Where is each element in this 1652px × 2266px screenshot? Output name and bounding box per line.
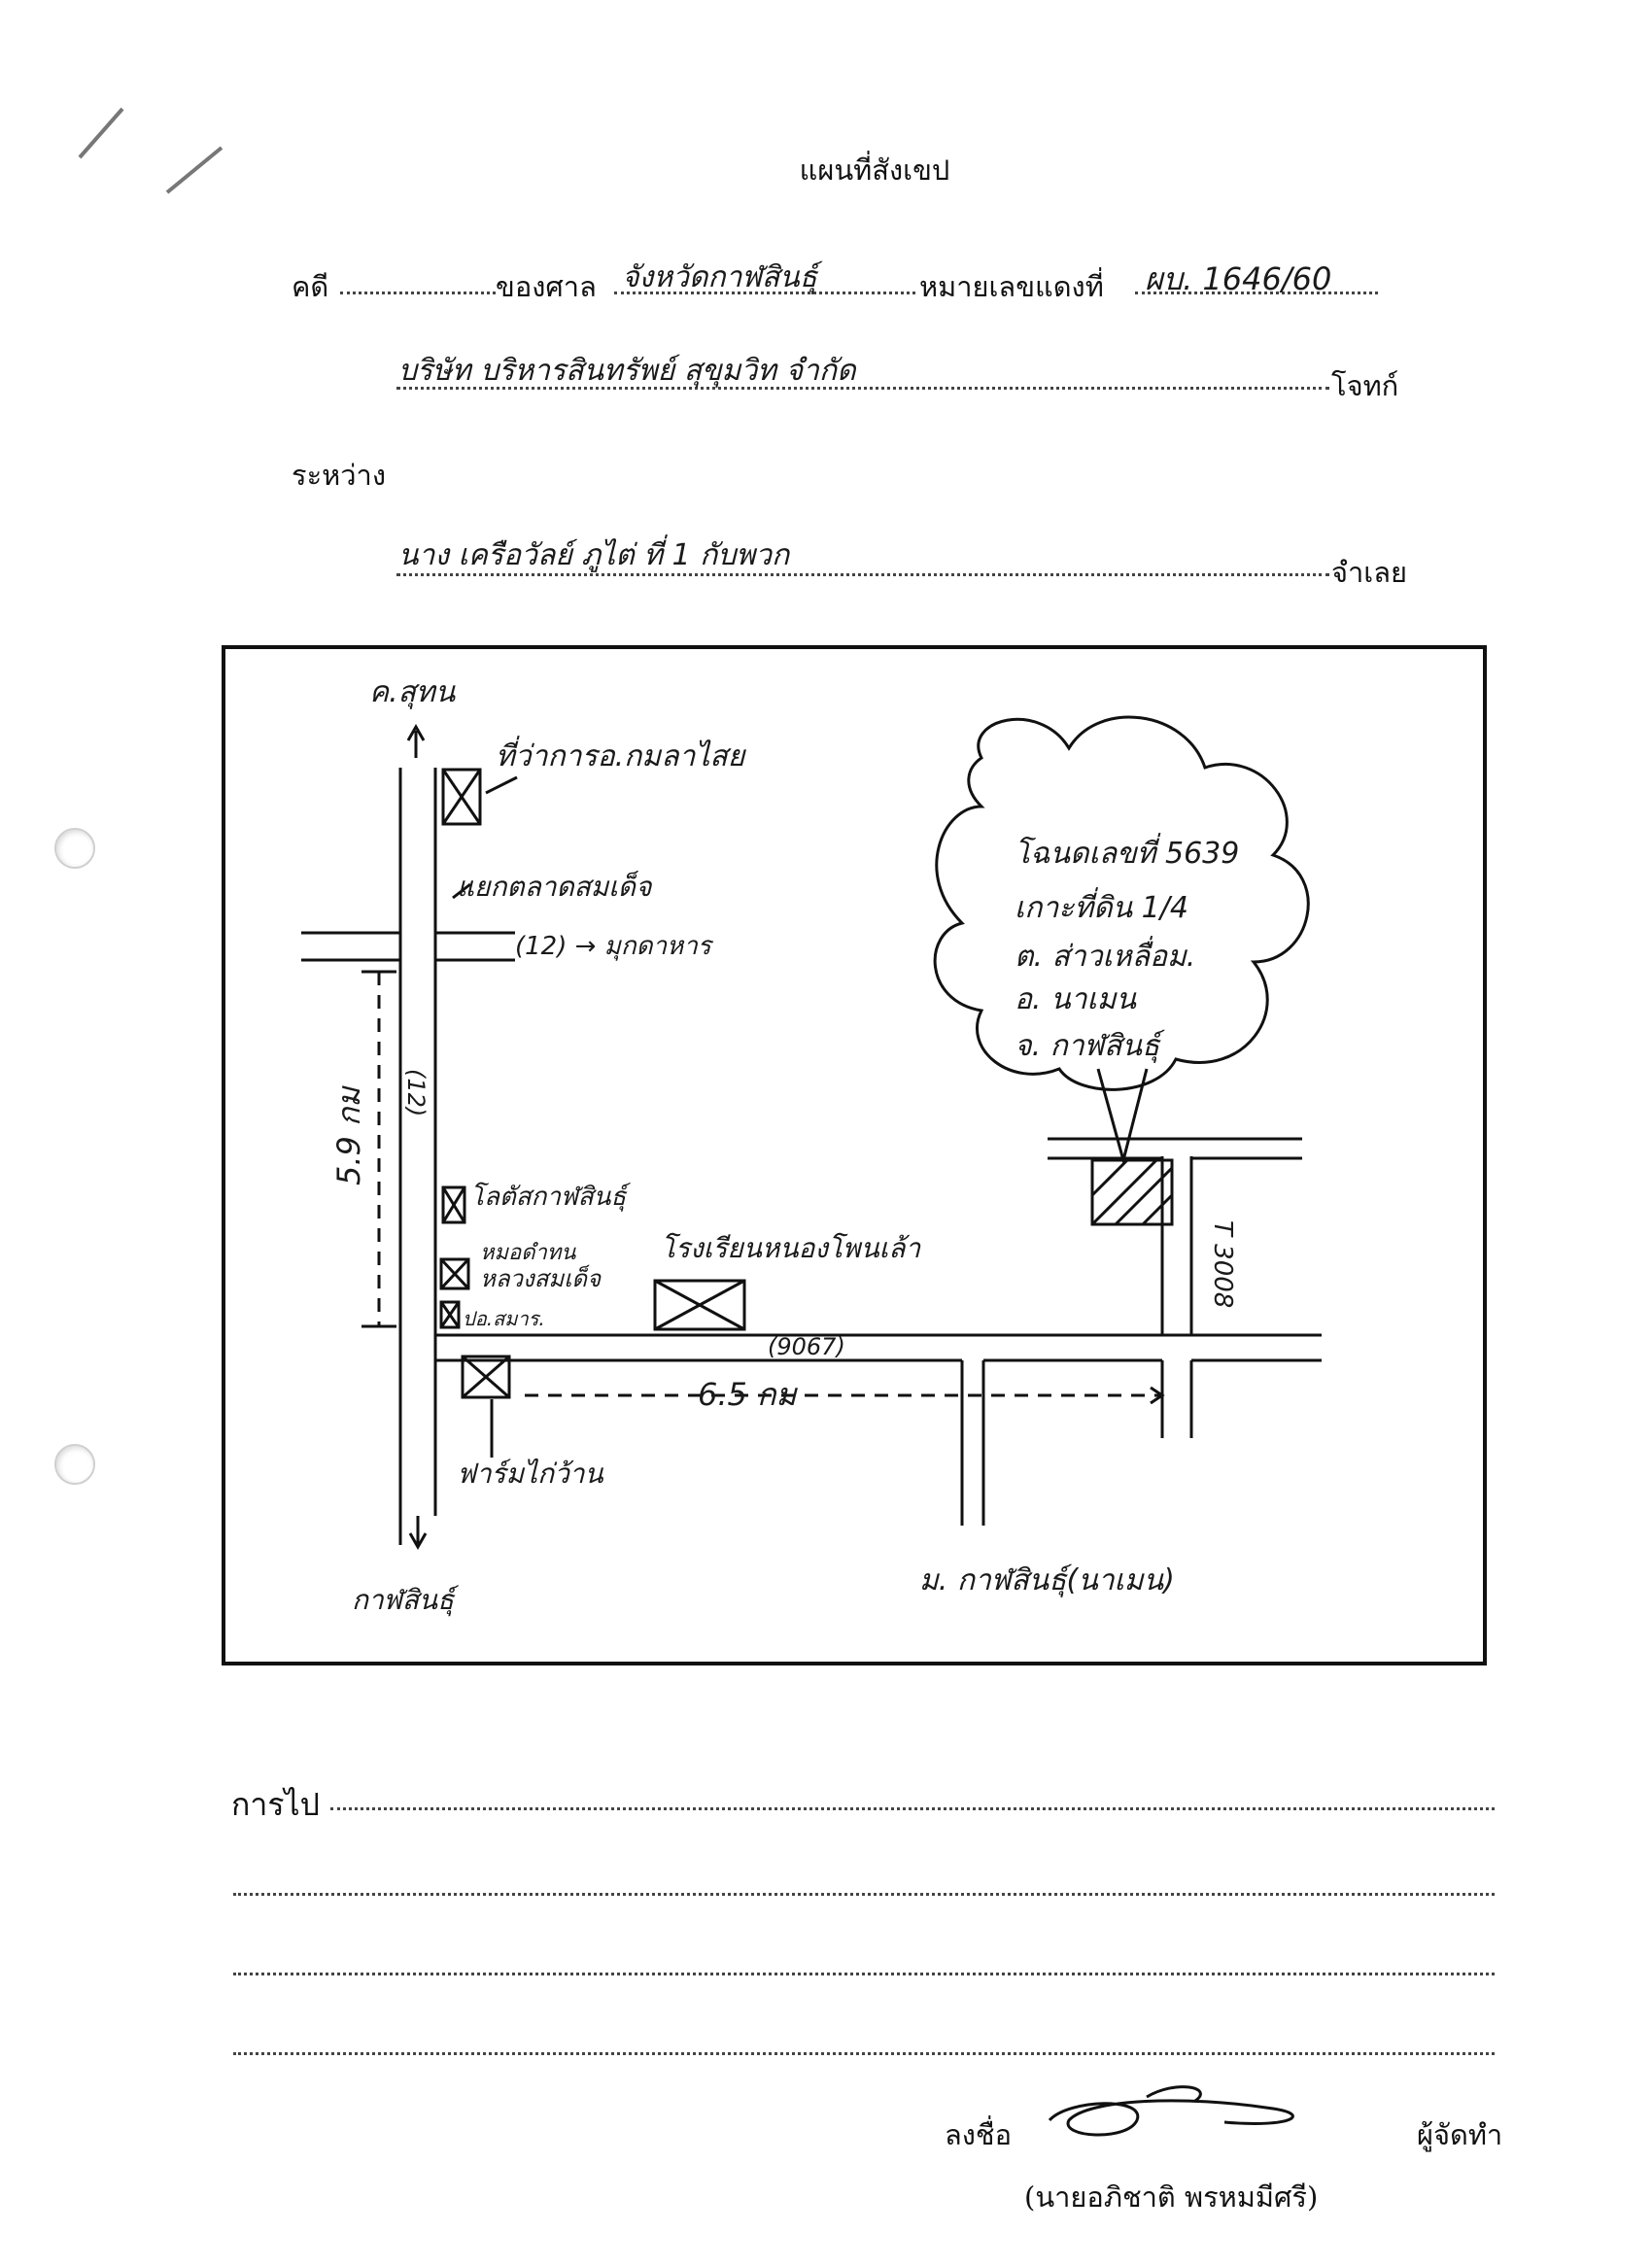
cloud-line-3: ต. ส่าวเหลื่อม. [1015, 936, 1195, 974]
cloud-line-5: จ. กาฬสินธุ์ [1015, 1029, 1165, 1063]
cloud-line-1: โฉนดเลขที่ 5639 [1015, 833, 1239, 871]
junction-label: แยกตลาดสมเด็จ [457, 871, 653, 903]
directions-label: การไป [231, 1786, 320, 1823]
dist-vertical: 5.9 กม [330, 1085, 367, 1185]
hospital-label: โรงเรียนหนองโพนเล้า [661, 1232, 921, 1264]
cloud-line-2: เกาะที่ดิน 1/4 [1015, 887, 1188, 925]
signature-image [1048, 2085, 1294, 2137]
case-field [340, 292, 496, 294]
bottom-right-label: ม. กาฬสินธุ์(นาเมน) [919, 1563, 1175, 1597]
red-number-value: ผบ. 1646/60 [1145, 260, 1332, 297]
road12-label: (12) → มุกดาหาร [515, 932, 714, 961]
defendant-label: จำเลย [1331, 556, 1407, 589]
school-label: ที่ว่าการอ.กมลาไสย [496, 736, 747, 773]
case-label: คดี [292, 270, 329, 303]
bottom-left-label: กาฬสินธุ์ [352, 1584, 460, 1617]
side-road-label: T 3008 [1208, 1220, 1237, 1308]
page-title: แผนที่สังเขป [799, 154, 950, 187]
court-field [614, 292, 915, 294]
hall-label: หลวงสมเด็จ [480, 1264, 602, 1292]
court-label: ของศาล [496, 270, 597, 303]
court-value: จังหวัดกาฬสินธุ์ [622, 260, 817, 294]
plaintiff-field [396, 387, 1329, 390]
bottom-left-box-label: ฟาร์มไก่ว้าน [457, 1458, 604, 1490]
between-label: ระหว่าง [292, 459, 386, 492]
plaintiff-value: บริษัท บริหารสินทรัพย์ สุขุมวิท จำกัด [398, 354, 856, 388]
directions-line-4 [233, 2052, 1495, 2055]
directions-line-3 [233, 1973, 1495, 1975]
road12-vertical: (12) [402, 1069, 430, 1116]
market-label: โลตัสกาฬสินธุ์ [470, 1182, 631, 1212]
road9067-label: (9067) [768, 1333, 845, 1360]
road-top-label: ค.สุทน [369, 675, 457, 709]
staple-marks [78, 107, 224, 194]
directions-line-2 [233, 1893, 1495, 1896]
dist-horizontal: 6.5 กม [698, 1376, 798, 1413]
red-number-field [1135, 292, 1378, 294]
red-number-label: หมายเลขแดงที่ [919, 270, 1104, 303]
cloud-line-4: อ. นาเมน [1015, 982, 1137, 1016]
signature-label: ลงชื่อ [945, 2118, 1013, 2151]
defendant-field [396, 573, 1329, 576]
punch-hole-bottom [54, 1444, 95, 1485]
punch-hole-top [54, 828, 95, 869]
role-label: ผู้จัดทำ [1417, 2118, 1503, 2151]
defendant-value: นาง เครือวัลย์ ภูไต่ ที่ 1 กับพวก [398, 538, 790, 572]
temple-label: หมอดำทน [480, 1241, 576, 1265]
map-frame [222, 645, 1487, 1665]
plaintiff-label: โจทก์ [1331, 369, 1399, 402]
signer-name: (นายอภิชาติ พรหมมีศรี) [1024, 2180, 1319, 2214]
shop-label: ปอ.สมาร. [463, 1307, 545, 1330]
directions-line-1 [330, 1807, 1495, 1810]
